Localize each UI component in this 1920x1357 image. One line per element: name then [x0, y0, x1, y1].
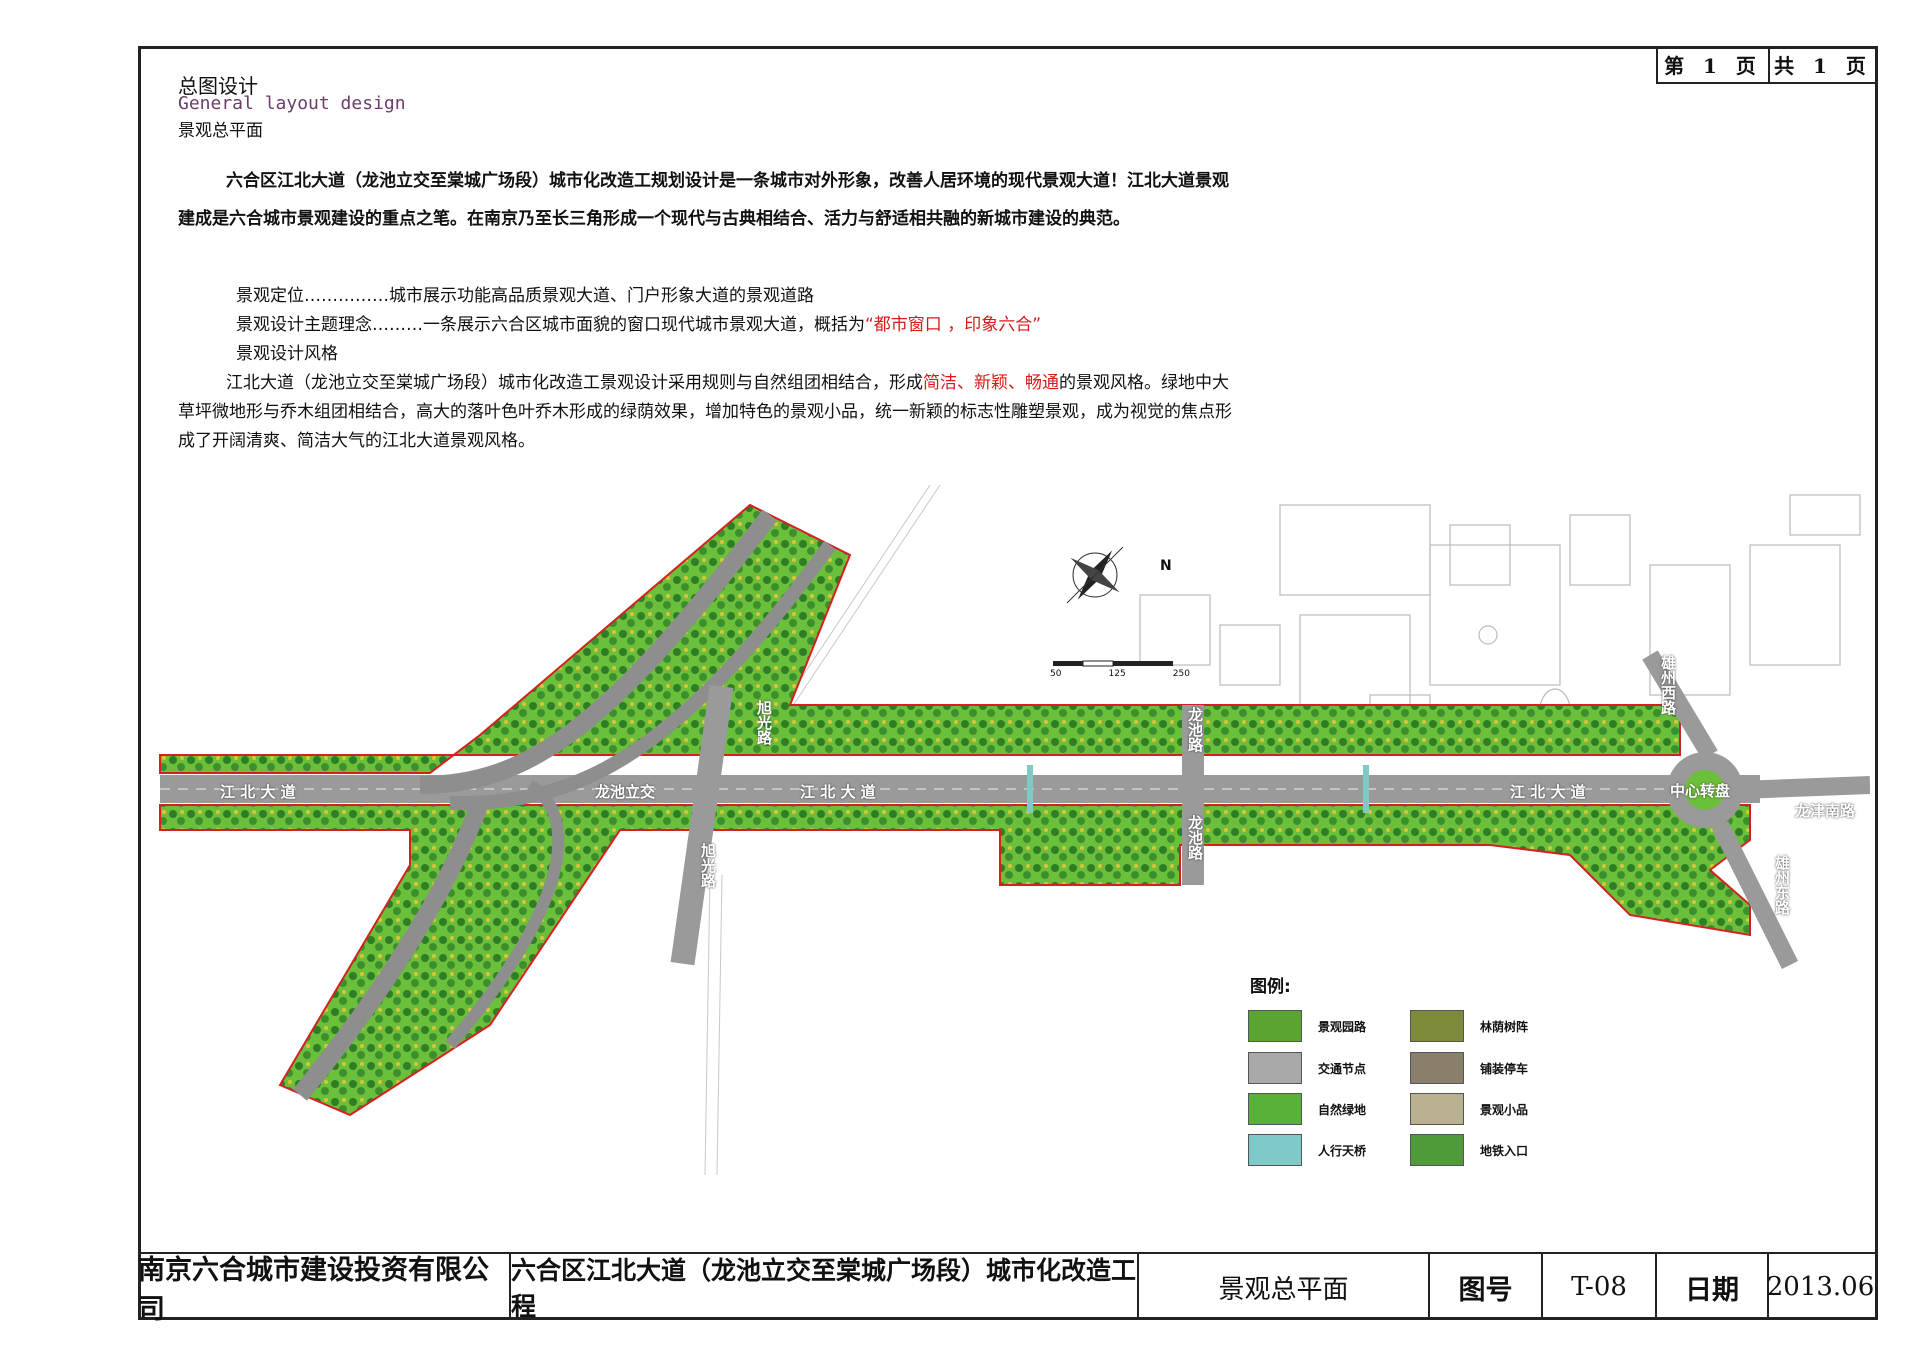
- style-part2: 的景观风格。绿地中大草坪微地形与乔木组团相结合，高大的落叶色叶乔木形成的绿荫效果…: [178, 373, 1232, 451]
- style-part1: 江北大道（龙池立交至棠城广场段）城市化改造工景观设计采用规则与自然组团相结合，形…: [226, 373, 923, 393]
- label-roundabout: 中心转盘: [1670, 782, 1731, 800]
- drawing-no-value: T-08: [1543, 1254, 1657, 1320]
- style-paragraph: 江北大道（龙池立交至棠城广场段）城市化改造工景观设计采用规则与自然组团相结合，形…: [178, 369, 1233, 456]
- green-belt-north: [159, 503, 1681, 774]
- legend-item: 人行天桥: [1248, 1134, 1366, 1166]
- legend-swatch: [1410, 1052, 1464, 1084]
- drawing-frame: [138, 46, 1878, 1320]
- label-xiongzhou-east: 雄州东路: [1773, 855, 1791, 915]
- positioning-line: 景观定位……………城市展示功能高品质景观大道、门户形象大道的景观道路: [236, 286, 814, 306]
- theme-line: 景观设计主题理念………一条展示六合区城市面貌的窗口现代城市景观大道，概括为“都市…: [236, 311, 1041, 340]
- label-longjin: 龙津南路: [1795, 802, 1856, 820]
- legend-item: 景观小品: [1410, 1093, 1528, 1125]
- legend-swatch: [1248, 1010, 1302, 1042]
- label-jiangbei-1: 江 北 大 道: [220, 783, 296, 801]
- label-longchi-north: 龙池路: [1186, 707, 1204, 752]
- title-cn: 总图设计: [178, 74, 258, 98]
- legend-item: 景观园路: [1248, 1010, 1366, 1042]
- drawing-no-label: 图号: [1430, 1254, 1543, 1320]
- page-total: 共 1 页: [1768, 46, 1878, 84]
- legend-swatch: [1410, 1134, 1464, 1166]
- label-interchange: 龙池立交: [595, 783, 656, 801]
- legend-item: 地铁入口: [1410, 1134, 1528, 1166]
- legend-swatch: [1248, 1093, 1302, 1125]
- subtitle: 景观总平面: [178, 121, 263, 141]
- date-value: 2013.06: [1766, 1272, 1875, 1302]
- legend-item: 林荫树阵: [1410, 1010, 1528, 1042]
- scale-bar: [1053, 660, 1173, 667]
- intro-paragraph: 六合区江北大道（龙池立交至棠城广场段）城市化改造工规划设计是一条城市对外形象，改…: [178, 171, 1229, 229]
- title-en: General layout design: [178, 93, 406, 114]
- legend-swatch: [1410, 1010, 1464, 1042]
- legend-swatch: [1248, 1052, 1302, 1084]
- label-xiongzhou-west: 雄州西路: [1659, 655, 1677, 715]
- north-arrow: [1066, 546, 1124, 604]
- pedestrian-bridge: [1027, 765, 1033, 813]
- project-name: 六合区江北大道（龙池立交至棠城广场段）城市化改造工程: [511, 1254, 1139, 1321]
- theme-prefix: 景观设计主题理念………一条展示六合区城市面貌的窗口现代城市景观大道，概括为: [236, 315, 865, 335]
- legend-item: 交通节点: [1248, 1052, 1366, 1084]
- pedestrian-bridge: [1363, 765, 1369, 813]
- legend-title: 图例:: [1250, 977, 1291, 997]
- page-current: 第 1 页: [1656, 46, 1770, 84]
- drawing-name: 景观总平面: [1139, 1254, 1430, 1320]
- company-name: 南京六合城市建设投资有限公司: [138, 1254, 511, 1325]
- style-highlight: 简洁、新颖、畅通: [923, 373, 1059, 393]
- theme-quote: “都市窗口 ，印象六合”: [865, 315, 1042, 335]
- legend-item: 铺装停车: [1410, 1052, 1528, 1084]
- style-heading: 景观设计风格: [236, 344, 338, 364]
- legend-swatch: [1410, 1093, 1464, 1125]
- label-longchi-south: 龙池路: [1186, 815, 1204, 860]
- north-label: N: [1160, 558, 1172, 574]
- label-xuguang-north: 旭光路: [755, 700, 773, 745]
- title-block: 南京六合城市建设投资有限公司 六合区江北大道（龙池立交至棠城广场段）城市化改造工…: [138, 1252, 1878, 1325]
- plan-drawing: [159, 484, 1871, 1176]
- label-xuguang-south: 旭光路: [699, 843, 717, 888]
- legend-item: 自然绿地: [1248, 1093, 1366, 1125]
- label-jiangbei-3: 江 北 大 道: [1510, 783, 1586, 801]
- date-label: 日期: [1657, 1254, 1769, 1320]
- legend-swatch: [1248, 1134, 1302, 1166]
- label-jiangbei-2: 江 北 大 道: [800, 783, 876, 801]
